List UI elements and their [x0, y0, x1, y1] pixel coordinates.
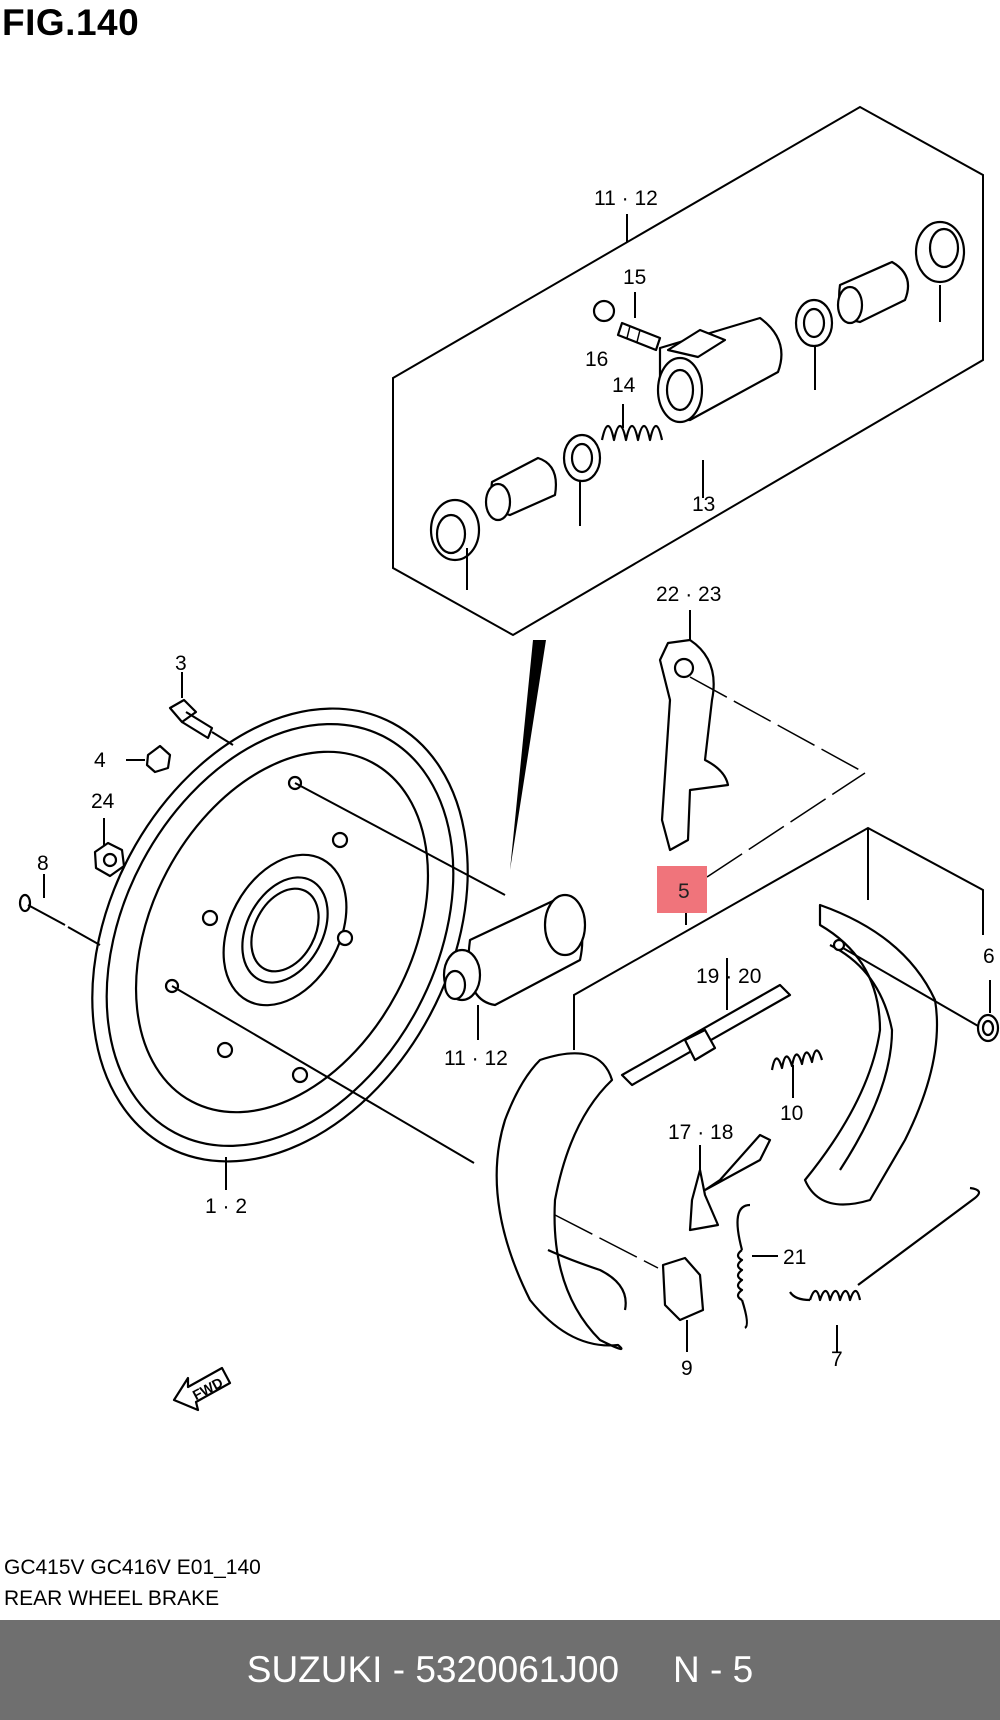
shoe-adjuster [620, 958, 792, 1087]
callout-5: 5 [678, 880, 690, 903]
callout-11-12-top: 11 · 12 [594, 187, 658, 210]
callout-9: 9 [681, 1357, 693, 1380]
callout-3: 3 [175, 652, 187, 675]
callout-15: 15 [623, 266, 646, 289]
brake-shoe-right [803, 903, 986, 1206]
callout-21: 21 [783, 1246, 806, 1269]
fwd-arrow: FWD [172, 1366, 232, 1412]
bleeder-screw [616, 321, 662, 352]
nut-4 [145, 744, 172, 774]
callout-labels: 11 · 12 15 16 14 13 22 · 23 3 4 24 8 5 6… [37, 187, 995, 1380]
page-name-caption: REAR WHEEL BRAKE [4, 1587, 220, 1610]
figure-title: FIG.140 [2, 2, 140, 43]
top-frame-leaders [466, 214, 941, 590]
footer-page-ref: N - 5 [673, 1649, 754, 1690]
callout-4: 4 [94, 749, 106, 772]
callout-13: 13 [692, 493, 715, 516]
cylinder-cup-left [562, 433, 602, 483]
footer-part-number: SUZUKI - 5320061J00 [246, 1649, 620, 1690]
wheel-cylinder-exploded-frame [392, 105, 984, 637]
bleeder-cap [592, 299, 616, 323]
return-spring-21 [736, 1203, 778, 1329]
brake-backing-plate [91, 707, 469, 1163]
assembly-arrow [510, 640, 546, 870]
dust-boot-right [914, 220, 966, 284]
nut-24 [93, 841, 126, 878]
callout-8: 8 [37, 852, 49, 875]
wheel-cylinder-installed [442, 893, 587, 1040]
model-code-caption: GC415V GC416V E01_140 [4, 1556, 261, 1579]
piston-right [836, 260, 910, 325]
pin-8 [18, 893, 66, 926]
footer-bar: SUZUKI - 5320061J00 N - 5 [0, 1620, 1000, 1720]
callout-6: 6 [983, 945, 995, 968]
callout-17-18: 17 · 18 [668, 1121, 733, 1144]
callout-10: 10 [780, 1102, 803, 1125]
callout-14: 14 [612, 374, 636, 397]
callout-11-12-bottom: 11 · 12 [444, 1047, 508, 1070]
callout-16: 16 [585, 348, 608, 371]
adjuster-spring [770, 1049, 824, 1098]
wheel-cylinder-body [656, 316, 783, 424]
cylinder-spring [600, 424, 664, 442]
dust-boot-left [429, 498, 481, 562]
left-leaders [43, 672, 506, 1190]
adjusting-lever [688, 1133, 772, 1232]
callout-22-23: 22 · 23 [656, 583, 721, 606]
callout-19-20: 19 · 20 [696, 965, 761, 988]
piston-left [484, 456, 557, 522]
highlight-box-5 [657, 866, 707, 913]
callout-7: 7 [831, 1348, 843, 1371]
callout-1-2: 1 · 2 [205, 1195, 247, 1218]
callout-24: 24 [91, 790, 115, 813]
bolt-3 [168, 698, 214, 740]
washer-6 [976, 980, 1000, 1043]
brake-shoe-left [495, 1052, 659, 1351]
cylinder-cup-right [794, 298, 834, 348]
shoe-hold-clip [661, 1256, 705, 1352]
return-spring-7 [789, 1186, 981, 1352]
parking-lever [658, 610, 730, 852]
